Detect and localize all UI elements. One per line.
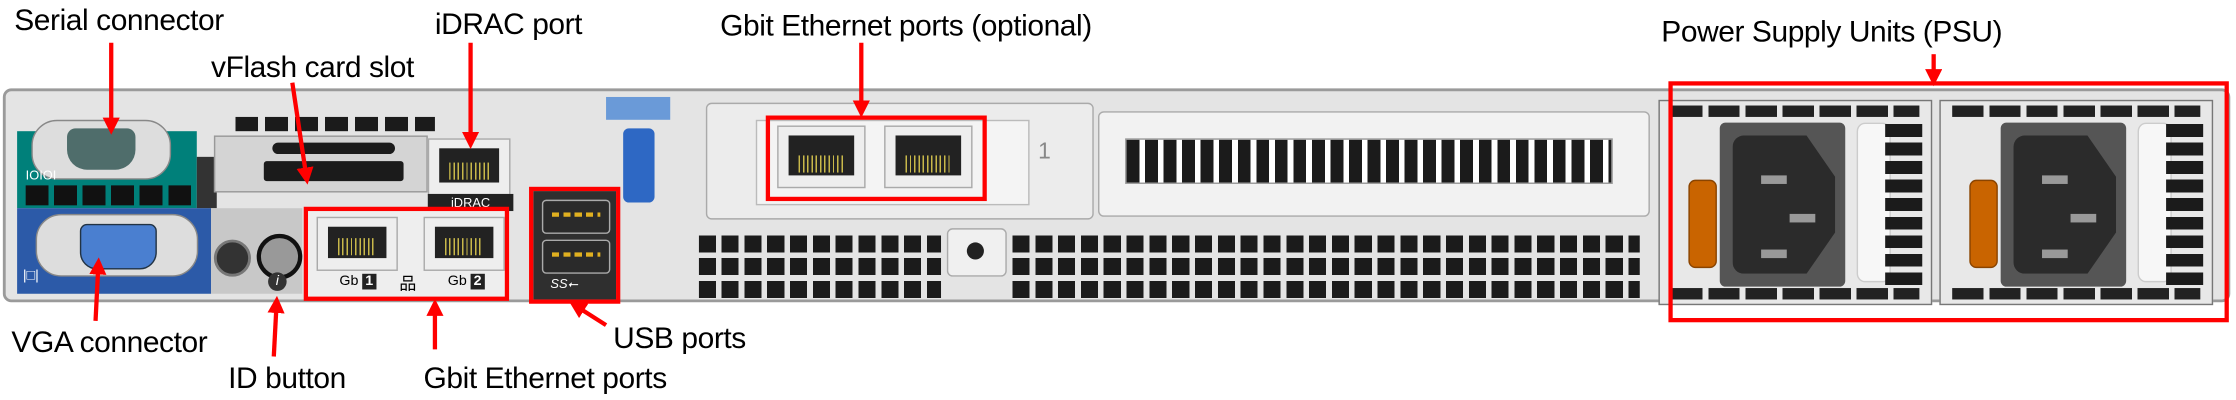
idrac-label-callout: iDRAC port (434, 8, 583, 42)
serial-symbol: IOIOI (25, 168, 57, 183)
usb-arrow (569, 301, 608, 327)
pcie-slot (1098, 111, 1650, 217)
vga-symbol: |□| (22, 268, 39, 284)
serial-connector-label: Serial connector (14, 4, 224, 38)
psu-1-handle[interactable] (1688, 179, 1717, 269)
riser-number: 1 (1038, 139, 1051, 164)
gb1-label: Gb 1 (339, 273, 377, 290)
optional-gb-port-2[interactable] (884, 125, 973, 189)
psu-1 (1658, 99, 1933, 306)
psu-2-handle[interactable] (1969, 179, 1998, 269)
vflash-arrow (290, 82, 314, 185)
usb-ss-symbol: SS⭠ (550, 276, 578, 291)
service-tag-icon (196, 156, 217, 209)
vent-grid (698, 235, 942, 299)
usb-ports-highlight (529, 186, 621, 304)
gbit-ports-highlight (303, 206, 510, 301)
usb-label: USB ports (613, 322, 746, 356)
psu-label: Power Supply Units (PSU) (1661, 15, 2003, 49)
gbit-optional-label: Gbit Ethernet ports (optional) (720, 9, 1092, 43)
serial-connector (31, 119, 172, 180)
riser-latch[interactable] (606, 96, 671, 120)
vflash-slot-area (213, 135, 428, 193)
id-button-arrow (267, 295, 285, 357)
idrac-port[interactable] (427, 138, 511, 196)
usb-port-1[interactable] (541, 199, 611, 234)
gbit-label: Gbit Ethernet ports (423, 362, 668, 396)
info-icon: i (268, 272, 287, 291)
vga-label: VGA connector (11, 326, 208, 360)
network-icon: 品 (399, 273, 417, 294)
gb2-port[interactable] (423, 216, 505, 271)
id-button[interactable] (256, 233, 303, 280)
id-button-label: ID button (228, 362, 346, 396)
vent-grid (1012, 235, 1640, 299)
gb1-port[interactable] (316, 216, 398, 271)
vflash-label: vFlash card slot (211, 51, 414, 85)
system-id-connector (213, 239, 251, 277)
vga-arrow (89, 257, 107, 321)
riser-latch-handle[interactable] (623, 128, 655, 203)
gb2-label: Gb 2 (448, 273, 485, 290)
optional-gb-port-1[interactable] (777, 125, 866, 189)
usb-port-2[interactable] (541, 239, 611, 274)
optional-gbit-highlight (765, 115, 987, 202)
psu-highlight (1668, 81, 2229, 323)
psu-2 (1939, 99, 2214, 306)
